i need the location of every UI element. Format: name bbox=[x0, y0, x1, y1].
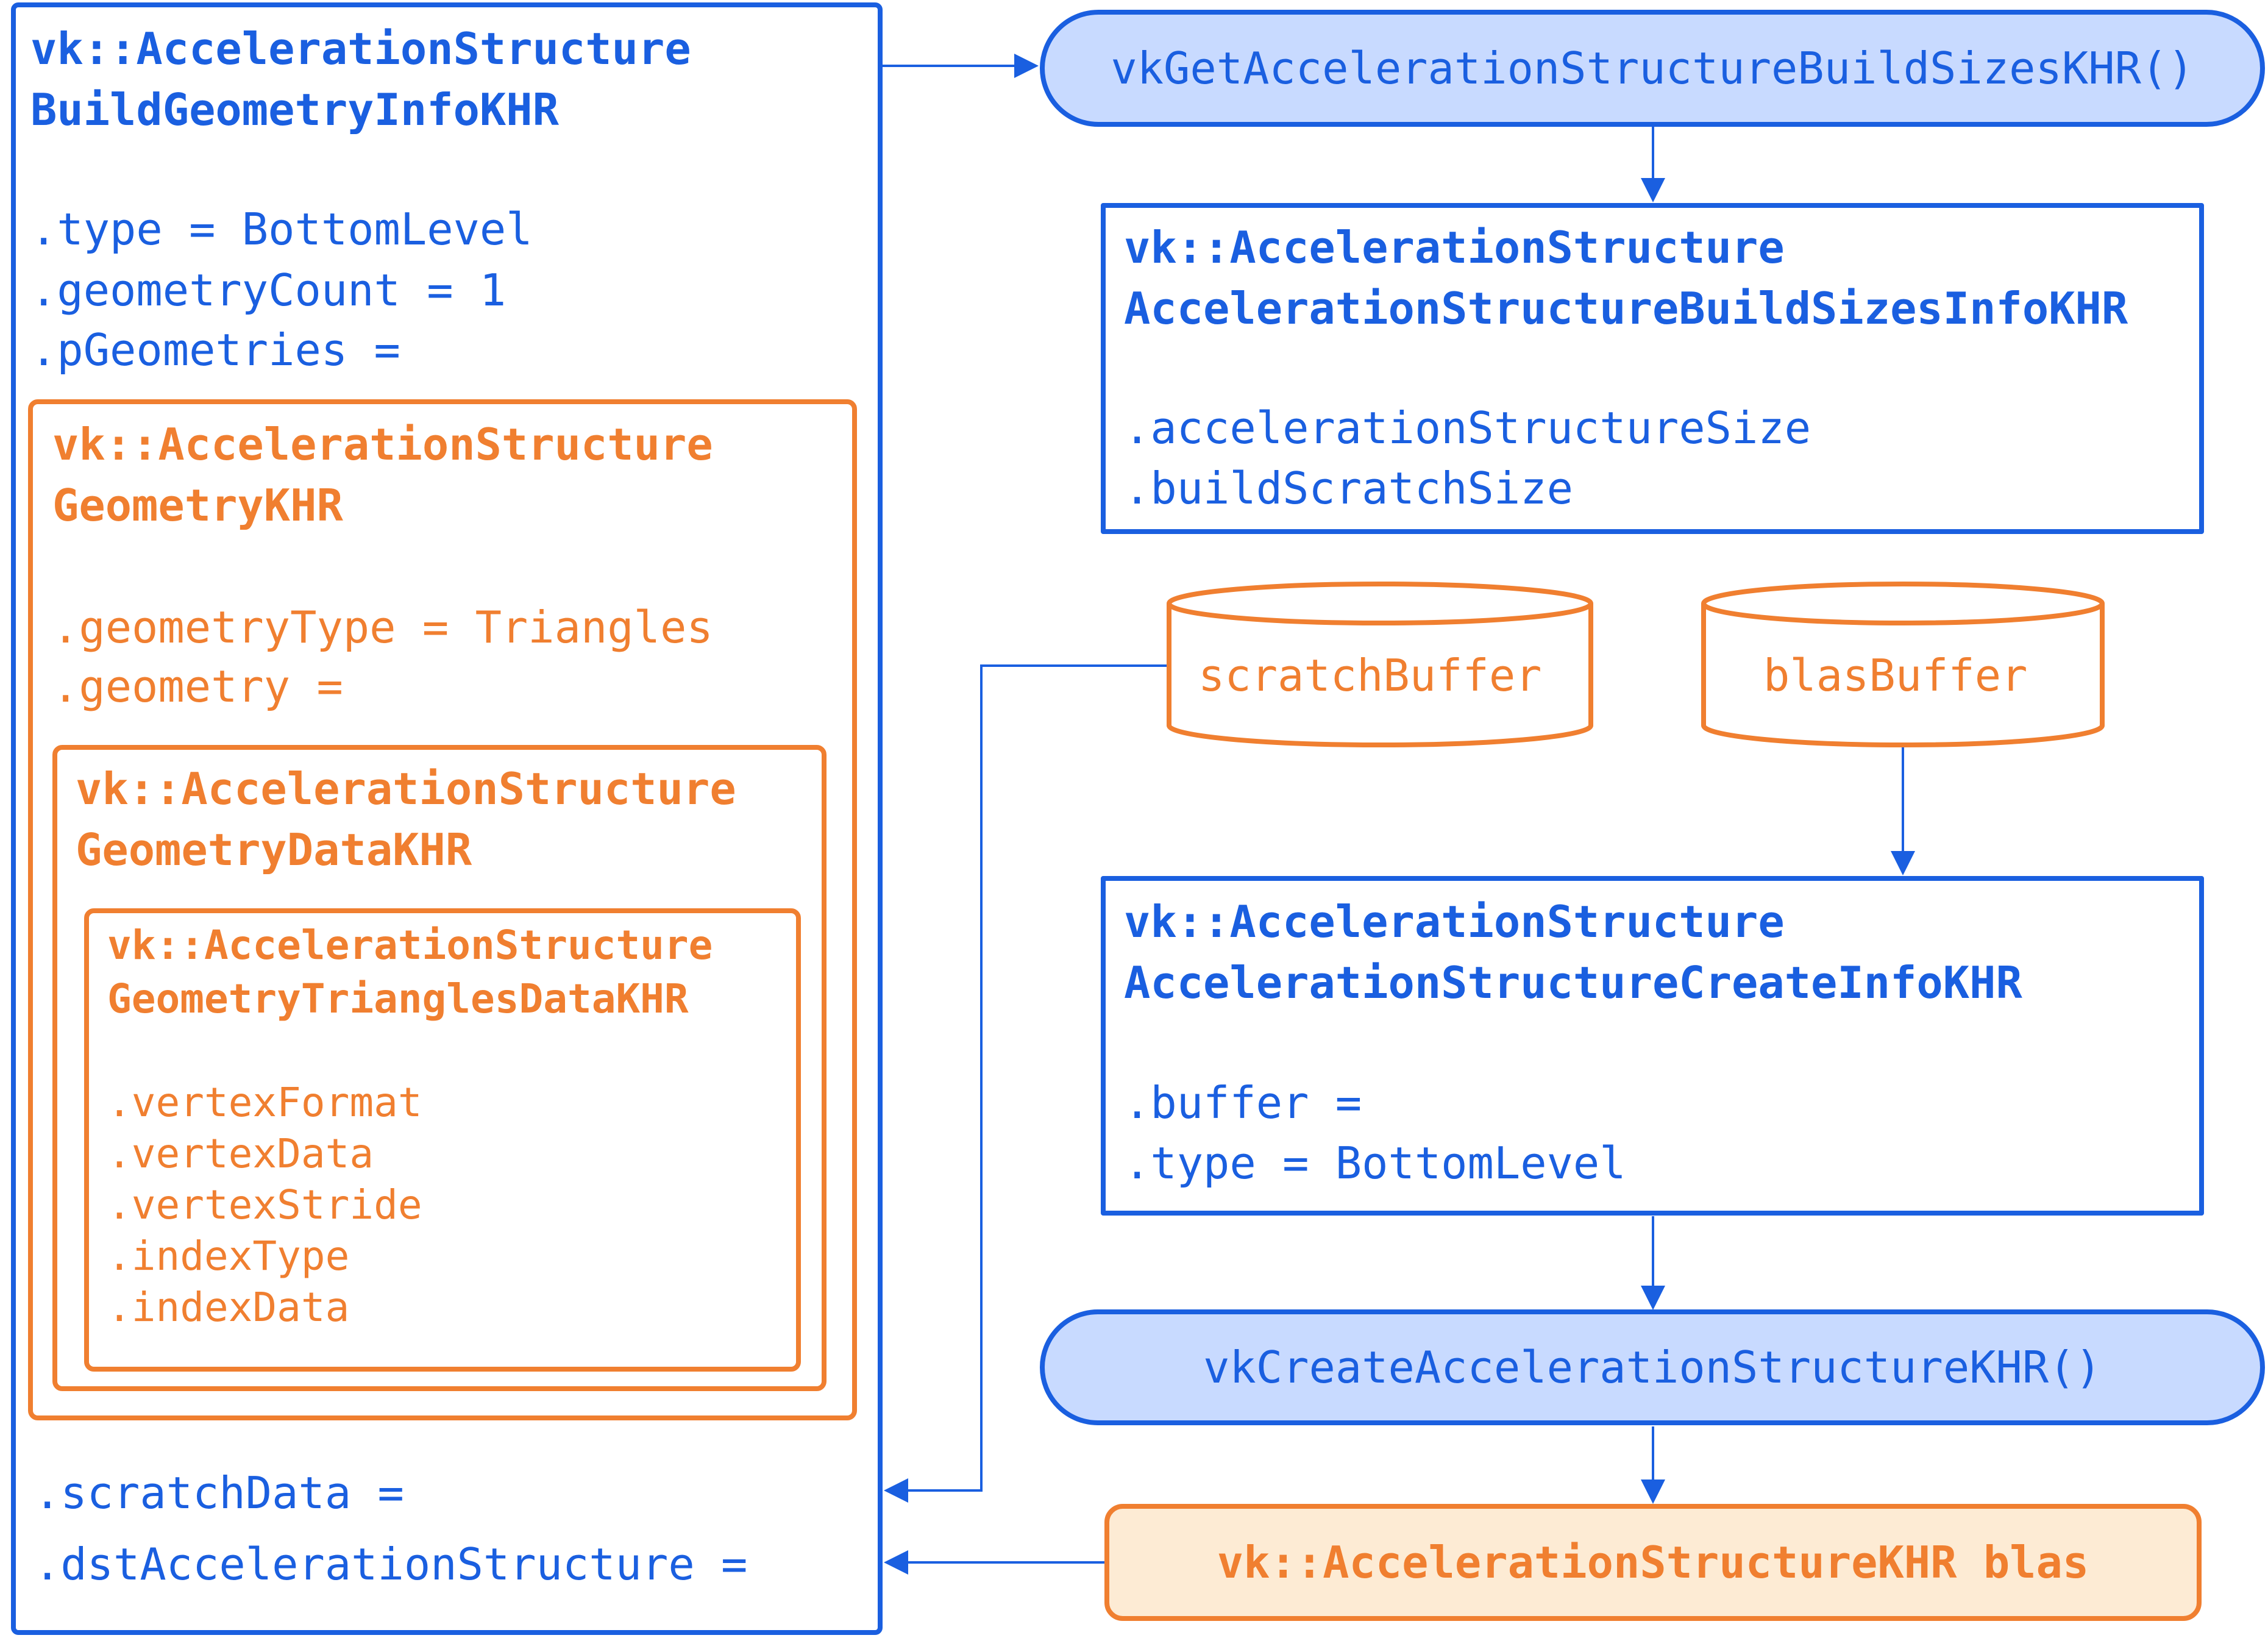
scratch-buffer-label: scratchBuffer bbox=[1198, 650, 1542, 701]
triangles-field: .vertexStride bbox=[107, 1181, 422, 1228]
sizes-info-field-1: .accelerationStructureSize bbox=[1124, 402, 1811, 454]
build-info-title-line-1: vk::AccelerationStructure bbox=[30, 23, 691, 74]
create-info-title-line-2: AccelerationStructureCreateInfoKHR bbox=[1124, 957, 2022, 1008]
geometry-data-title-line-2: GeometryDataKHR bbox=[76, 824, 472, 875]
geometry-data-title-line-1: vk::AccelerationStructure bbox=[76, 763, 736, 814]
geometry-title-line-2: GeometryKHR bbox=[52, 480, 343, 531]
create-info-box bbox=[1101, 876, 2204, 1216]
get-build-sizes-call: vkGetAccelerationStructureBuildSizesKHR(… bbox=[1040, 10, 2265, 127]
get-build-sizes-label: vkGetAccelerationStructureBuildSizesKHR(… bbox=[1111, 43, 2194, 94]
geometry-field-type: .geometryType = Triangles bbox=[52, 602, 713, 653]
blas-result-box: vk::AccelerationStructureKHR blas bbox=[1104, 1504, 2202, 1621]
sizes-info-field-2: .buildScratchSize bbox=[1124, 463, 1573, 514]
triangles-title-line-1: vk::AccelerationStructure bbox=[107, 922, 713, 969]
geometry-triangles-data-khr-box bbox=[84, 908, 801, 1372]
triangles-field: .indexData bbox=[107, 1284, 350, 1331]
triangles-field: .indexType bbox=[107, 1233, 350, 1280]
blas-result-label: vk::AccelerationStructureKHR blas bbox=[1217, 1537, 2089, 1588]
build-info-field-type: .type = BottomLevel bbox=[30, 204, 533, 255]
create-info-title-line-1: vk::AccelerationStructure bbox=[1124, 896, 1785, 947]
geometry-title-line-1: vk::AccelerationStructure bbox=[52, 419, 713, 470]
sizes-info-title-line-2: AccelerationStructureBuildSizesInfoKHR bbox=[1124, 283, 2128, 334]
blas-buffer-cylinder bbox=[1701, 582, 2105, 747]
triangles-field: .vertexFormat bbox=[107, 1079, 422, 1126]
create-info-field-type: .type = BottomLevel bbox=[1124, 1138, 1626, 1189]
triangles-title-line-2: GeometryTrianglesDataKHR bbox=[107, 975, 689, 1022]
build-info-field-geometry-count: .geometryCount = 1 bbox=[30, 265, 507, 316]
create-call-label: vkCreateAccelerationStructureKHR() bbox=[1203, 1342, 2102, 1393]
build-info-field-scratch-data: .scratchData = bbox=[34, 1467, 404, 1519]
sizes-info-title-line-1: vk::AccelerationStructure bbox=[1124, 222, 1785, 273]
create-info-field-buffer: .buffer = bbox=[1124, 1077, 1362, 1128]
scratch-buffer-cylinder bbox=[1167, 582, 1593, 747]
build-sizes-info-box bbox=[1101, 203, 2204, 534]
triangles-field: .vertexData bbox=[107, 1130, 374, 1177]
arrow-scratch-to-scratch-data bbox=[884, 664, 1169, 1503]
create-acceleration-structure-call: vkCreateAccelerationStructureKHR() bbox=[1040, 1309, 2265, 1425]
blas-buffer-label: blasBuffer bbox=[1763, 650, 2028, 701]
build-info-field-pgeometries: .pGeometries = bbox=[30, 324, 400, 376]
geometry-field-geometry: .geometry = bbox=[52, 661, 343, 712]
build-info-field-dst: .dstAccelerationStructure = bbox=[34, 1539, 748, 1590]
build-info-title-line-2: BuildGeometryInfoKHR bbox=[30, 84, 559, 135]
